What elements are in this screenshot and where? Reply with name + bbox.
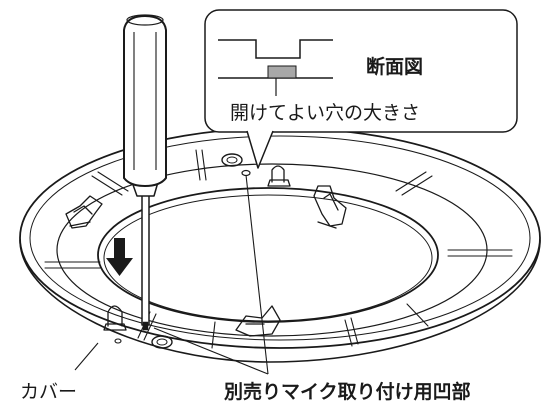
callout-frame bbox=[204, 9, 518, 133]
hole-size-label: 開けてよい穴の大きさ bbox=[230, 102, 420, 124]
cover-leader bbox=[74, 342, 99, 371]
screwdriver-handle bbox=[123, 15, 167, 187]
down-arrow-icon bbox=[106, 238, 133, 276]
callout-pointer bbox=[246, 130, 274, 169]
small-hole-back bbox=[241, 169, 251, 177]
cover-ribs bbox=[44, 149, 513, 349]
mic-recess-label: 別売りマイク取り付け用凹部 bbox=[224, 380, 471, 403]
cover-outer-rim-inner bbox=[29, 135, 531, 341]
cover-center-opening-lip bbox=[103, 194, 433, 322]
cover-outer-rim bbox=[19, 127, 541, 349]
leader-lines bbox=[74, 174, 269, 375]
clip-front-left bbox=[103, 305, 127, 331]
small-hole-front bbox=[114, 338, 122, 344]
screwdriver-tip bbox=[142, 321, 149, 331]
cover-label: カバー bbox=[20, 381, 77, 403]
screw-boss-back bbox=[221, 153, 243, 167]
section-view-label: 断面図 bbox=[366, 55, 423, 78]
screwdriver-shaft bbox=[141, 194, 150, 326]
clip-left bbox=[65, 195, 103, 229]
clip-front-right bbox=[235, 305, 281, 337]
cover-center-opening bbox=[97, 187, 439, 323]
clip-top-right bbox=[267, 165, 291, 187]
screwdriver-icon bbox=[123, 14, 167, 331]
recess-leader-front bbox=[153, 327, 269, 375]
cover-bottom-edge bbox=[19, 239, 541, 363]
recess-leader-back bbox=[245, 174, 269, 375]
cover bbox=[19, 127, 541, 363]
screw-boss-front bbox=[151, 335, 173, 349]
hole-size-indicator bbox=[267, 65, 297, 79]
section-callout: 断面図 開けてよい穴の大きさ bbox=[204, 9, 518, 169]
clip-right bbox=[313, 185, 347, 229]
